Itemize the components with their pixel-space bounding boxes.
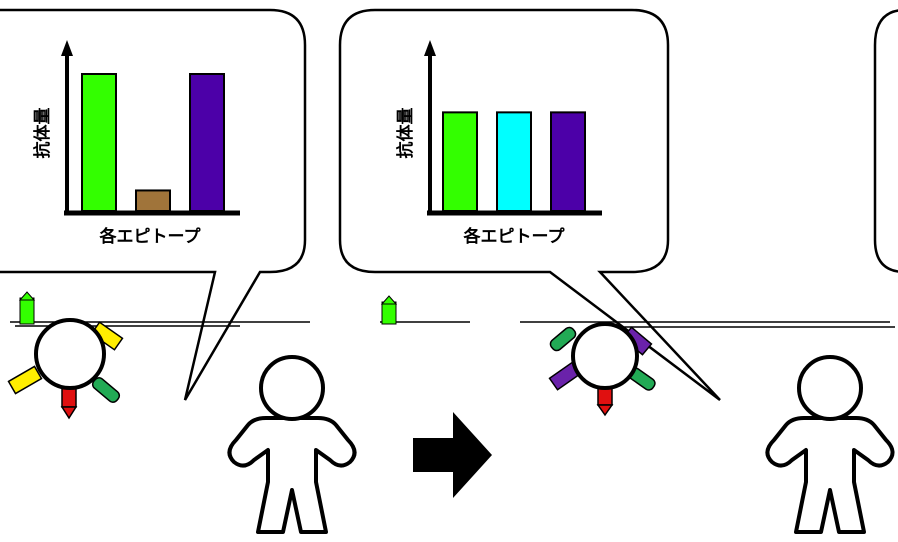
bar-2-3 (550, 111, 586, 212)
spike-green-1 (91, 377, 121, 403)
bar-2-1 (442, 111, 478, 212)
antigen-1 (7, 318, 124, 420)
y-axis-arrowhead-2 (424, 40, 436, 56)
person-2-body (765, 416, 895, 534)
bar-1-2 (135, 189, 171, 212)
bar-2-2 (496, 111, 532, 212)
scanline-artifacts (10, 291, 895, 328)
bar-chart-2: 各エピトープ 抗体量 (395, 40, 602, 247)
y-axis-label-2: 抗体量 (395, 108, 416, 159)
antigen-2 (548, 322, 656, 417)
person-2-head (797, 355, 863, 421)
spike-yellow-1 (7, 365, 43, 395)
x-axis-label-2: 各エピトープ (463, 226, 566, 247)
y-axis-arrowhead-1 (61, 40, 73, 56)
person-1-body (227, 416, 357, 534)
person-1 (227, 355, 357, 534)
person-2 (765, 355, 895, 534)
antigen-body-1 (34, 318, 106, 390)
right-arrow-icon (413, 412, 492, 498)
speech-bubble-3-partial (873, 9, 898, 273)
bar-1-3 (189, 73, 225, 212)
bar-1-1 (81, 73, 117, 212)
x-axis-label-1: 各エピトープ (99, 226, 202, 247)
antigen-body-2 (571, 322, 639, 390)
spike-green-2 (549, 326, 577, 352)
bar-chart-1: 各エピトープ 抗体量 (32, 40, 240, 247)
y-axis-label-1: 抗体量 (32, 108, 53, 159)
person-1-head (259, 355, 325, 421)
